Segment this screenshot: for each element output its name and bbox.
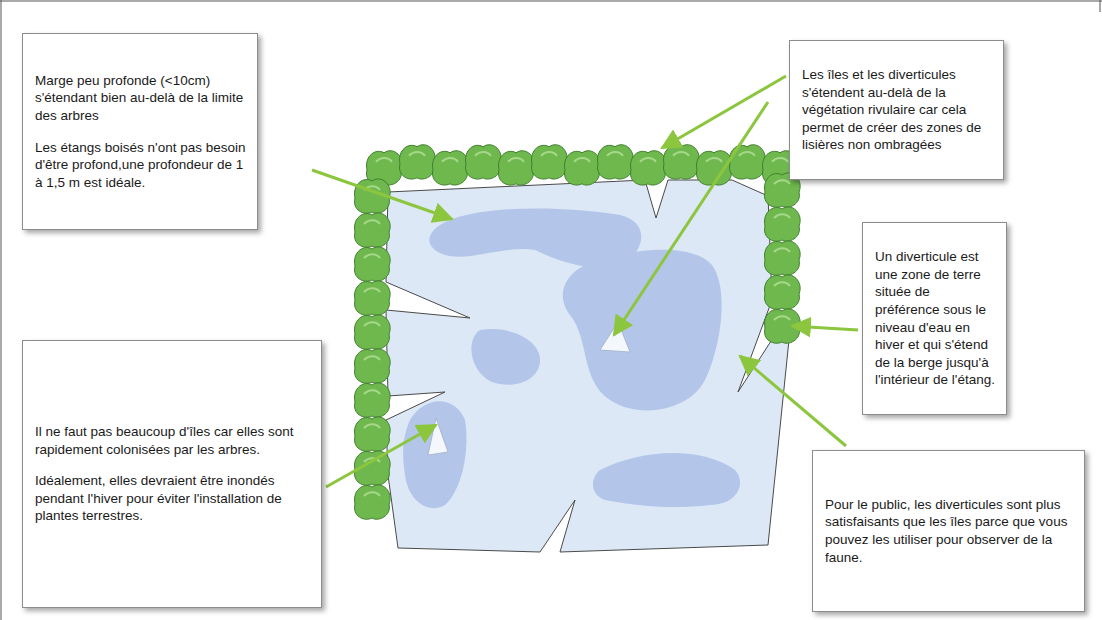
callout-box: Les îles et les diverticules s'étendent … [789, 40, 1004, 180]
tree-highlight [409, 152, 425, 156]
tree [499, 151, 535, 185]
callout-text: Il ne faut pas beaucoup d'îles car elles… [35, 423, 311, 458]
tree-highlight [475, 152, 491, 156]
island [428, 418, 448, 455]
tree [355, 417, 391, 451]
leader-line [792, 326, 858, 330]
tree [367, 151, 403, 185]
tree-highlight [376, 158, 392, 162]
island [600, 322, 630, 352]
callout-box: Pour le public, les diverticules sont pl… [812, 450, 1085, 612]
tree-highlight [364, 288, 380, 292]
tree [355, 383, 391, 417]
tree [765, 275, 801, 309]
callout-text: Pour le public, les diverticules sont pl… [825, 496, 1074, 566]
tree [355, 349, 391, 383]
tree-highlight [607, 152, 623, 156]
tree [532, 145, 568, 179]
tree-highlight [508, 158, 524, 162]
callout-text: Un diverticule est une zone de terre sit… [875, 248, 996, 388]
callout-text: Idéalement, elles devraient être inondés… [35, 472, 311, 525]
tree-highlight [364, 424, 380, 428]
tree-highlight [364, 254, 380, 258]
callout-box: Il ne faut pas beaucoup d'îles car elles… [22, 340, 322, 608]
tree [355, 213, 391, 247]
frame-line [1100, 0, 1101, 12]
tree-highlight [364, 356, 380, 360]
tree [355, 485, 391, 519]
tree-highlight [706, 158, 722, 162]
leader-line [326, 425, 436, 487]
deep-zone [471, 329, 540, 385]
tree-highlight [772, 158, 788, 162]
tree-highlight [442, 158, 458, 162]
tree-highlight [364, 390, 380, 394]
tree [466, 145, 502, 179]
tree-highlight [640, 158, 656, 162]
tree-highlight [541, 152, 557, 156]
tree [400, 145, 436, 179]
callout-box: Un diverticule est une zone de terre sit… [862, 222, 1007, 415]
tree-row [355, 145, 801, 519]
callout-text: Les étangs boisés n'ont pas besoin d'êtr… [35, 139, 247, 192]
tree [697, 151, 733, 185]
pond-water [386, 180, 790, 552]
tree [598, 145, 634, 179]
frame-line [1, 0, 2, 620]
tree-highlight [364, 492, 380, 496]
tree-highlight [673, 152, 689, 156]
deep-zone [403, 401, 466, 508]
tree [355, 247, 391, 281]
tree [765, 207, 801, 241]
tree [631, 151, 667, 185]
callout-box: Marge peu profonde (<10cm) s'étendant bi… [22, 33, 258, 230]
tree [433, 151, 469, 185]
tree-highlight [774, 214, 790, 218]
tree [355, 281, 391, 315]
tree-highlight [739, 152, 755, 156]
deep-zone [563, 250, 722, 411]
leader-line [662, 76, 786, 148]
callout-text: Les îles et les diverticules s'étendent … [802, 66, 993, 154]
tree-highlight [774, 282, 790, 286]
tree [565, 151, 601, 185]
tree-highlight [364, 220, 380, 224]
tree [765, 241, 801, 275]
leader-line [740, 356, 846, 446]
deep-zone [593, 453, 740, 507]
callout-text: Marge peu profonde (<10cm) s'étendant bi… [35, 72, 247, 125]
tree-highlight [774, 248, 790, 252]
frame-line [0, 1, 1102, 2]
tree [664, 145, 700, 179]
tree-highlight [574, 158, 590, 162]
tree-highlight [364, 322, 380, 326]
leader-line [312, 170, 452, 219]
tree [355, 315, 391, 349]
leader-line [614, 102, 768, 335]
tree-highlight [774, 180, 790, 184]
tree-highlight [774, 316, 790, 320]
